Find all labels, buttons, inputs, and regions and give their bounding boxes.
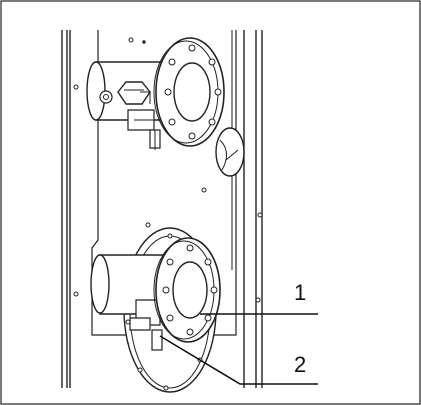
callout-label-2: 2: [294, 352, 306, 377]
access-hole: [215, 127, 245, 177]
leader-lines: [159, 313, 318, 385]
leader-line-2: [159, 335, 318, 385]
upper-flange-assembly: [86, 37, 225, 150]
screws: [73, 37, 263, 303]
callout-label-1: 1: [294, 280, 306, 305]
left-cabinet-wall: [61, 30, 71, 388]
right-cabinet-wall: [243, 30, 263, 388]
lower-flange-assembly: [90, 227, 221, 393]
